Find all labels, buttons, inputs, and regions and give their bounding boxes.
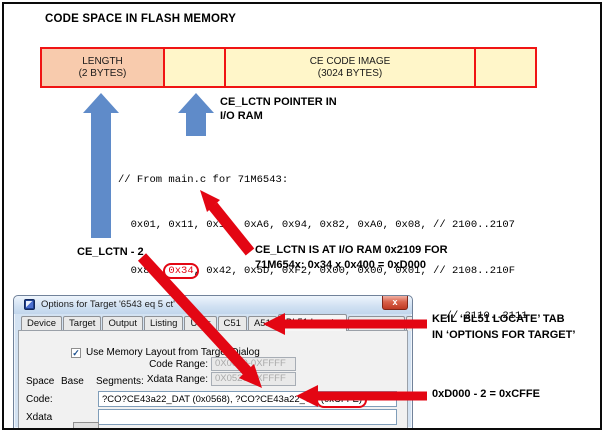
code-field-label: Code:: [26, 394, 53, 405]
dialog-title: Options for Target '6543 eq 5 ct': [41, 299, 175, 310]
space-column-label: Space: [26, 376, 55, 387]
segment-label: CE CODE IMAGE: [309, 55, 391, 67]
keil-tab-note-line1: KEIL ‘BL51 LOCATE’ TAB: [432, 313, 565, 325]
xdata-field-label: Xdata: [26, 412, 53, 423]
tab-a51[interactable]: A51: [247, 316, 277, 331]
blue-arrow-pointer: [178, 93, 214, 136]
tab-target[interactable]: Target: [63, 316, 102, 331]
keil-app-icon: [24, 299, 35, 310]
close-icon[interactable]: x: [382, 296, 408, 310]
dialog-titlebar: Options for Target '6543 eq 5 ct' x: [14, 296, 412, 314]
memory-segment-pointer: [163, 47, 226, 88]
code-line: 0x88, 0x34, 0x42, 0x5D, 0xF2, 0x00, 0x00…: [118, 263, 515, 279]
blue-arrow-length: [83, 93, 119, 238]
pointer-annotation-line1: CE_LCTN POINTER IN: [220, 96, 337, 108]
code-range-label: Code Range:: [149, 359, 208, 370]
xdata-range-field: 0X0520-0XFFFF: [211, 372, 296, 386]
code-line: 0x01, 0x11, 0x10, 0xA6, 0x94, 0x82, 0xA0…: [118, 219, 515, 231]
xdata-segments-input[interactable]: [98, 409, 397, 425]
memory-segment-length: LENGTH (2 BYTES): [40, 47, 165, 88]
memory-segment-tail: [474, 47, 537, 88]
segments-column-label: Segments:: [96, 376, 144, 387]
address-calculation-note: 0xD000 - 2 = 0xCFFE: [432, 388, 540, 400]
ce-lctn-address-line1: CE_LCTN IS AT I/O RAM 0x2109 FOR: [255, 244, 448, 256]
xdata-range-label: Xdata Range:: [146, 374, 208, 385]
partially-visible-control[interactable]: [73, 422, 99, 428]
segment-sublabel: (2 BYTES): [78, 67, 127, 79]
memory-segment-ce-code: CE CODE IMAGE (3024 BYTES): [224, 47, 476, 88]
highlighted-0xcffe: (0xCFFE): [315, 392, 367, 408]
tab-bl51-misc[interactable]: BL51 Misc: [348, 316, 405, 331]
tab-c51[interactable]: C51: [217, 316, 247, 331]
code-range-field: 0X0000-0XFFFF: [211, 357, 296, 371]
ce-lctn-address-line2: 71M654x: 0x34 x 0x400 = 0xD000: [255, 259, 426, 271]
tab-debug[interactable]: Debug: [405, 316, 412, 331]
segment-label: LENGTH: [82, 55, 123, 67]
code-line: // From main.c for 71M6543:: [118, 174, 289, 186]
use-memory-layout-checkbox[interactable]: ✓: [71, 348, 81, 358]
tab-device[interactable]: Device: [21, 316, 63, 331]
dialog-tab-strip: Device Target Output Listing User C51 A5…: [21, 314, 412, 331]
segment-sublabel: (3024 BYTES): [317, 67, 383, 79]
tab-output[interactable]: Output: [102, 316, 143, 331]
pointer-annotation-line2: I/O RAM: [220, 110, 263, 122]
base-column-label: Base: [61, 376, 84, 387]
tab-bl51-locate[interactable]: BL51 Locate: [277, 314, 348, 331]
tab-listing[interactable]: Listing: [143, 316, 184, 331]
highlighted-byte-0x34: 0x34: [163, 263, 199, 279]
tab-user[interactable]: User: [184, 316, 217, 331]
options-for-target-dialog: Options for Target '6543 eq 5 ct' x Devi…: [13, 295, 413, 429]
keil-tab-note-line2: IN ‘OPTIONS FOR TARGET’: [432, 329, 576, 341]
figure-title: CODE SPACE IN FLASH MEMORY: [45, 13, 237, 25]
ce-lctn-minus-2-label: CE_LCTN - 2: [77, 246, 144, 258]
code-segments-input[interactable]: ?CO?CE43a22_DAT (0x0568), ?CO?CE43a22_CE…: [98, 391, 397, 408]
